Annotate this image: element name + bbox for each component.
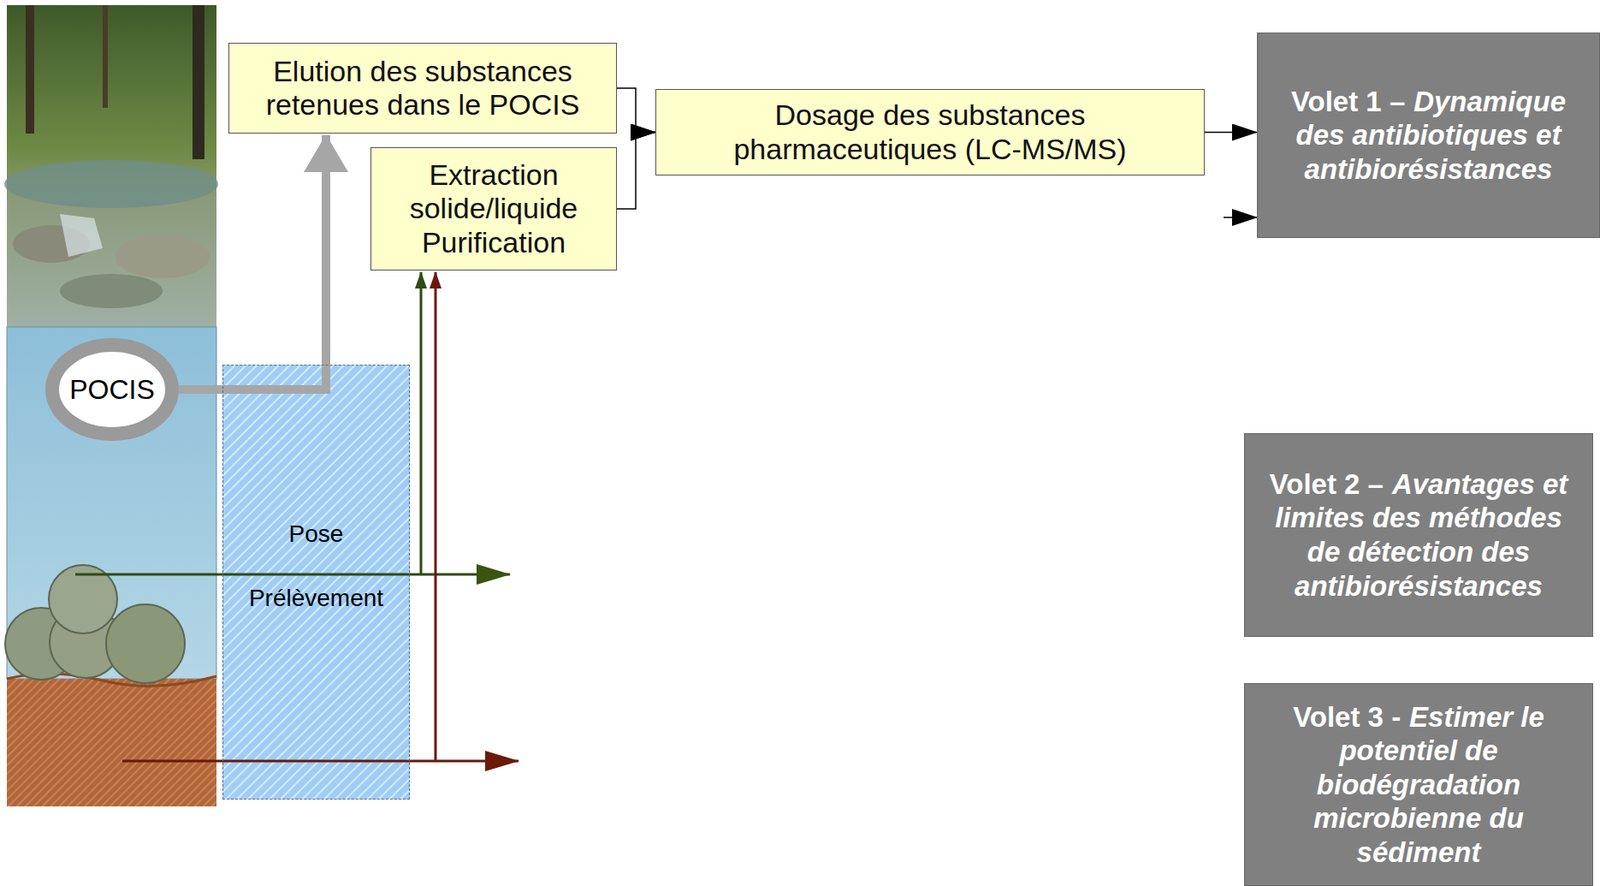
process-box: Elution des substances retenues dans le … bbox=[228, 42, 617, 134]
tree-trunk bbox=[25, 5, 35, 134]
stone bbox=[106, 604, 185, 683]
outcome-box: Volet 3 -Estimer le potentiel de biodégr… bbox=[1244, 682, 1594, 886]
sampling-branch bbox=[434, 272, 438, 761]
stream-water bbox=[4, 160, 219, 208]
node-label: Dosage des substances pharmaceutiques (L… bbox=[733, 98, 1126, 165]
sediment bbox=[6, 678, 217, 806]
flow-arrow bbox=[616, 132, 656, 210]
sampler-arrow bbox=[173, 135, 326, 390]
sampler-ellipse: POCIS bbox=[45, 337, 179, 441]
part-heading: Volet 3 - bbox=[1292, 700, 1401, 733]
tree-trunk bbox=[192, 5, 205, 160]
part-heading: Volet 1 – bbox=[1291, 85, 1405, 118]
text-wrap: Volet 1 –Dynamique des antibiotiques et … bbox=[1269, 84, 1588, 187]
part-heading: Volet 2 – bbox=[1269, 468, 1384, 500]
waterfall bbox=[59, 213, 103, 257]
text-wrap: Dosage des substances pharmaceutiques (L… bbox=[681, 98, 1179, 166]
node-label: Extraction solide/liquide Purification bbox=[409, 158, 579, 258]
text-wrap: Elution des substances retenues dans le … bbox=[254, 54, 591, 122]
node-label: POCIS bbox=[69, 373, 155, 405]
flow-arrow bbox=[616, 88, 656, 133]
node-label: Elution des substances retenues dans le … bbox=[266, 54, 581, 121]
loose-arrow bbox=[1223, 216, 1257, 219]
band-label: Pose bbox=[223, 520, 409, 548]
text-wrap: Volet 3 -Estimer le potentiel de biodégr… bbox=[1256, 699, 1581, 870]
rock bbox=[59, 273, 163, 309]
field-band: PosePrélèvement bbox=[222, 364, 410, 800]
rock bbox=[115, 235, 210, 279]
text-wrap: POCIS bbox=[69, 373, 155, 406]
sampling-branch bbox=[420, 272, 423, 575]
process-box: Dosage des substances pharmaceutiques (L… bbox=[655, 88, 1205, 176]
band-label: Prélèvement bbox=[223, 584, 409, 612]
tree-trunk bbox=[102, 5, 108, 108]
flow-arrow bbox=[1204, 131, 1257, 134]
process-box: Extraction solide/liquide Purification bbox=[370, 147, 617, 271]
sampling-line bbox=[75, 573, 510, 576]
outcome-box: Volet 1 –Dynamique des antibiotiques et … bbox=[1256, 32, 1600, 238]
outcome-box: Volet 2 –Avantages et limites des méthod… bbox=[1244, 432, 1594, 637]
text-wrap: Volet 2 –Avantages et limites des méthod… bbox=[1256, 467, 1581, 603]
band-fill bbox=[222, 364, 410, 800]
sampling-line bbox=[122, 759, 519, 763]
text-wrap: Extraction solide/liquide Purification bbox=[397, 158, 591, 259]
